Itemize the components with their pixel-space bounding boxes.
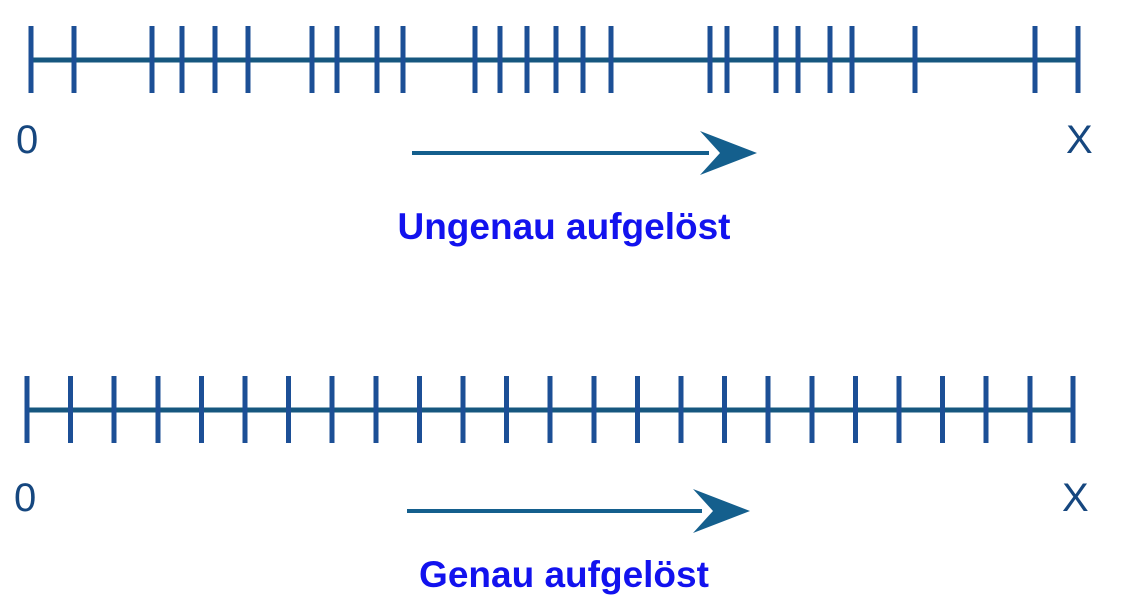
fine-panel-caption: Genau aufgelöst (419, 554, 709, 595)
coarse-axis-end-label: X (1066, 118, 1093, 162)
coarse-panel-caption: Ungenau aufgelöst (397, 206, 731, 247)
direction-arrow-head (700, 131, 757, 175)
fine-axis-start-label: 0 (14, 476, 37, 520)
fine-axis-end-label: X (1062, 476, 1089, 520)
tick-group (28, 26, 1081, 93)
fine-axis-drawing (24, 376, 1076, 533)
panel-coarse-resolution: 0 X Ungenau aufgelöst (0, 0, 1128, 270)
direction-arrow-head (693, 489, 750, 533)
panel-fine-resolution: 0 X Genau aufgelöst (0, 330, 1128, 602)
coarse-axis-start-label: 0 (16, 118, 39, 162)
coarse-axis-drawing (28, 26, 1081, 175)
tick-group (24, 376, 1076, 443)
